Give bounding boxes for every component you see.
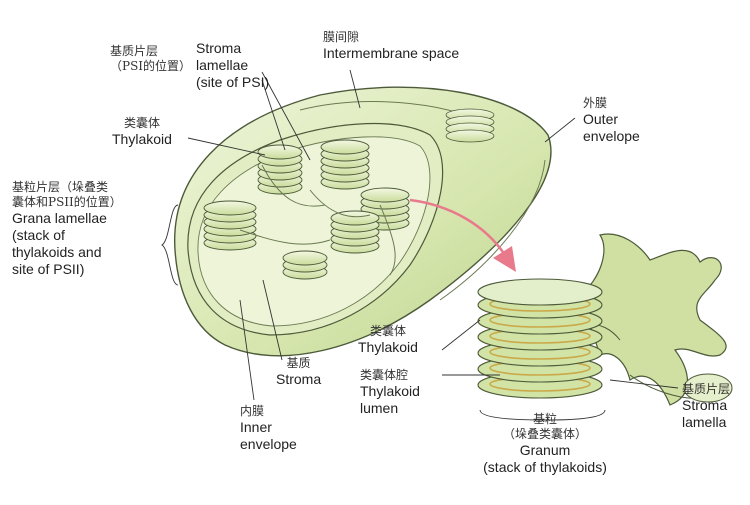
- thylakoid-left-en: Thylakoid: [112, 131, 172, 147]
- stroma-lamellae-en1: Stroma: [196, 40, 242, 56]
- thylakoid-disc: [320, 139, 370, 155]
- granum-en1: Granum: [519, 442, 571, 458]
- label-thylakoid-lumen: 类囊体腔 Thylakoid lumen: [360, 368, 420, 417]
- thylakoid-lumen-en2: lumen: [360, 400, 399, 416]
- thylakoid-lumen-en1: Thylakoid: [360, 383, 420, 399]
- stroma-lamellae-zh2: （PSI的位置）: [110, 59, 192, 73]
- outer-en1: Outer: [583, 111, 619, 127]
- stroma-lamellae-connectors: [239, 164, 396, 276]
- thylakoid-disc: [360, 187, 410, 203]
- thylakoid-disc: [282, 250, 328, 266]
- stroma-lamellae-zh: 基质片层: [110, 44, 159, 58]
- granum-en2: (stack of thylakoids): [483, 459, 607, 475]
- label-intermembrane: 膜间隙 Intermembrane space: [323, 30, 459, 62]
- label-granum: 基粒 （垛叠类囊体） Granum (stack of thylakoids): [455, 412, 635, 476]
- inner-en2: envelope: [240, 436, 297, 452]
- label-stroma-lamellae-zh: 基质片层 （PSI的位置）: [110, 44, 191, 74]
- stroma-lamellae-en2: lamellae: [196, 57, 249, 73]
- stroma-lamella-zh: 基质片层: [682, 382, 731, 396]
- label-outer-envelope: 外膜 Outer envelope: [583, 96, 640, 145]
- stroma-lamella-en2: lamella: [682, 414, 727, 430]
- grana-lamellae-zh1: 基粒片层（垛叠类: [12, 180, 109, 194]
- grana-lamellae-en4: site of PSII): [12, 261, 85, 277]
- back-grana: [445, 108, 495, 143]
- intermembrane-zh: 膜间隙: [323, 30, 360, 44]
- label-thylakoid-right: 类囊体 Thylakoid: [358, 324, 418, 356]
- label-inner-envelope: 内膜 Inner envelope: [240, 404, 297, 453]
- outer-zh: 外膜: [583, 96, 608, 110]
- granum-top-disc: [477, 278, 603, 306]
- thylakoid-right-zh: 类囊体: [369, 324, 406, 338]
- leader-lines: [161, 69, 679, 421]
- zoom-arrow: [409, 198, 516, 272]
- thylakoid-left-zh: 类囊体: [123, 116, 160, 130]
- thylakoid-disc: [203, 200, 257, 216]
- thylakoid-lumen-zh: 类囊体腔: [360, 368, 409, 382]
- inner-zh: 内膜: [240, 404, 265, 418]
- grana-lamellae-en1: Grana lamellae: [12, 210, 107, 226]
- grana-lamellae-en2: (stack of: [12, 227, 65, 243]
- grana-lamellae-zh2: 囊体和PSII的位置）: [12, 195, 122, 209]
- label-grana-lamellae: 基粒片层（垛叠类 囊体和PSII的位置） Grana lamellae (sta…: [12, 180, 122, 278]
- stroma-lamella-en1: Stroma: [682, 397, 728, 413]
- grana-lamellae-en3: thylakoids and: [12, 244, 102, 260]
- intermembrane-en: Intermembrane space: [323, 45, 460, 61]
- zoomed-granum: [477, 233, 733, 406]
- granum-zh2: （垛叠类囊体）: [502, 427, 587, 441]
- inner-envelope: [187, 122, 444, 336]
- thylakoid-right-en: Thylakoid: [358, 339, 418, 355]
- label-stroma: 基质 Stroma: [276, 356, 321, 388]
- label-stroma-lamellae-en: Stroma lamellae (site of PSI): [196, 40, 269, 91]
- inner-en1: Inner: [240, 419, 272, 435]
- stroma-en: Stroma: [276, 371, 322, 387]
- label-thylakoid-left: 类囊体 Thylakoid: [112, 116, 172, 148]
- outer-en2: envelope: [583, 128, 640, 144]
- thylakoid-disc: [257, 144, 303, 160]
- stroma-zh: 基质: [286, 356, 311, 370]
- granum-zh1: 基粒: [532, 412, 557, 426]
- label-stroma-lamella: 基质片层 Stroma lamella: [682, 382, 730, 431]
- stroma-lamellae-en3: (site of PSI): [196, 74, 270, 90]
